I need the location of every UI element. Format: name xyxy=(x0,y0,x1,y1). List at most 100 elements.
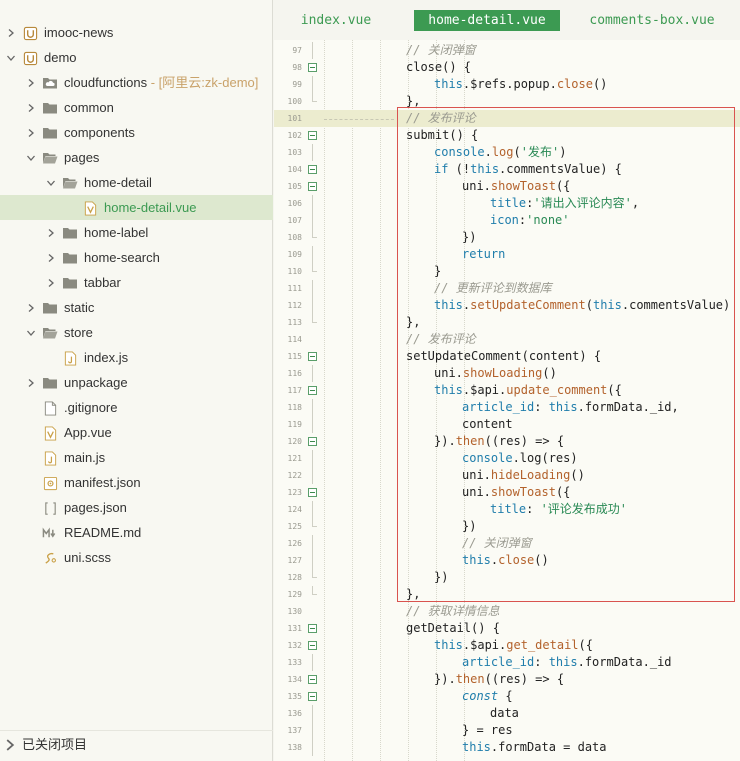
code-line[interactable]: 111// 更新评论到数据库 xyxy=(274,280,740,297)
chevron-right-icon[interactable] xyxy=(44,245,58,270)
chevron-right-icon[interactable] xyxy=(24,70,38,95)
fold-toggle-icon[interactable] xyxy=(308,386,317,395)
tree-item-uni-scss[interactable]: uni.scss xyxy=(0,545,273,570)
chevron-down-icon[interactable] xyxy=(44,170,58,195)
tree-item-app-vue[interactable]: App.vue xyxy=(0,420,273,445)
tree-item-manifest-json[interactable]: manifest.json xyxy=(0,470,273,495)
tab-home-detail-vue[interactable]: home-detail.vue xyxy=(414,10,560,31)
code-line[interactable]: 110} xyxy=(274,263,740,280)
code-line[interactable]: 125}) xyxy=(274,518,740,535)
chevron-down-icon[interactable] xyxy=(4,45,18,70)
code-text: article_id: this.formData._id xyxy=(462,654,672,671)
fold-toggle-icon[interactable] xyxy=(308,624,317,633)
tree-item-cloudfunctions[interactable]: cloudfunctions - [阿里云:zk-demo] xyxy=(0,70,273,95)
chevron-right-icon[interactable] xyxy=(24,120,38,145)
code-line[interactable]: 137} = res xyxy=(274,722,740,739)
chevron-down-icon[interactable] xyxy=(24,145,38,170)
code-line[interactable]: 114// 发布评论 xyxy=(274,331,740,348)
code-line[interactable]: 126// 关闭弹窗 xyxy=(274,535,740,552)
code-line[interactable]: 128}) xyxy=(274,569,740,586)
tree-item-unpackage[interactable]: unpackage xyxy=(0,370,273,395)
tree-item-pages[interactable]: pages xyxy=(0,145,273,170)
fold-toggle-icon[interactable] xyxy=(308,352,317,361)
tree-item-common[interactable]: common xyxy=(0,95,273,120)
tree-item-index-js[interactable]: index.js xyxy=(0,345,273,370)
code-line[interactable]: 97// 关闭弹窗 xyxy=(274,42,740,59)
tree-item-demo[interactable]: demo xyxy=(0,45,273,70)
code-line[interactable]: 100}, xyxy=(274,93,740,110)
tree-item-store[interactable]: store xyxy=(0,320,273,345)
closed-projects-row[interactable]: 已关闭项目 xyxy=(0,730,273,757)
code-line[interactable]: 120}).then((res) => { xyxy=(274,433,740,450)
chevron-right-icon[interactable] xyxy=(44,220,58,245)
tab-comments-box-vue[interactable]: comments-box.vue xyxy=(589,13,715,28)
code-line[interactable]: 129}, xyxy=(274,586,740,603)
tree-item-tabbar[interactable]: tabbar xyxy=(0,270,273,295)
tree-item-readme-md[interactable]: README.md xyxy=(0,520,273,545)
tab-index-vue[interactable]: index.vue xyxy=(300,13,372,28)
chevron-right-icon[interactable] xyxy=(44,270,58,295)
line-number: 115 xyxy=(287,352,302,361)
code-token: } xyxy=(434,264,442,278)
chevron-down-icon[interactable] xyxy=(24,320,38,345)
code-line[interactable]: 108}) xyxy=(274,229,740,246)
tree-item-imooc-news[interactable]: imooc-news xyxy=(0,20,273,45)
code-line[interactable]: 134}).then((res) => { xyxy=(274,671,740,688)
tree-item-pages-json[interactable]: pages.json xyxy=(0,495,273,520)
tree-item-home-label[interactable]: home-label xyxy=(0,220,273,245)
chevron-right-icon[interactable] xyxy=(24,95,38,120)
fold-toggle-icon[interactable] xyxy=(308,675,317,684)
chevron-right-icon[interactable] xyxy=(24,295,38,320)
code-line[interactable]: 113}, xyxy=(274,314,740,331)
fold-toggle-icon[interactable] xyxy=(308,437,317,446)
fold-toggle-icon[interactable] xyxy=(308,182,317,191)
fold-toggle-icon[interactable] xyxy=(308,63,317,72)
tree-item-gitignore[interactable]: .gitignore xyxy=(0,395,273,420)
chevron-right-icon xyxy=(3,731,17,758)
fold-toggle-icon[interactable] xyxy=(308,641,317,650)
tree-item-components[interactable]: components xyxy=(0,120,273,145)
code-editor[interactable]: index.vue home-detail.vue comments-box.vue… xyxy=(274,0,740,761)
tree-item-static[interactable]: static xyxy=(0,295,273,320)
chevron-right-icon[interactable] xyxy=(24,370,38,395)
tree-item-home-detail[interactable]: home-detail xyxy=(0,170,273,195)
fold-toggle-icon[interactable] xyxy=(308,488,317,497)
fold-toggle-icon[interactable] xyxy=(308,165,317,174)
fold-toggle-icon[interactable] xyxy=(308,692,317,701)
tree-item-home-detail-vue[interactable]: home-detail.vue xyxy=(0,195,273,220)
code-line[interactable]: 101// 发布评论 xyxy=(274,110,740,127)
tree-item-label: home-search xyxy=(84,245,160,270)
tree-item-main-js[interactable]: main.js xyxy=(0,445,273,470)
fold-toggle-icon[interactable] xyxy=(308,131,317,140)
tree-item-home-search[interactable]: home-search xyxy=(0,245,273,270)
chevron-right-icon[interactable] xyxy=(4,20,18,45)
code-line[interactable]: 130// 获取详情信息 xyxy=(274,603,740,620)
